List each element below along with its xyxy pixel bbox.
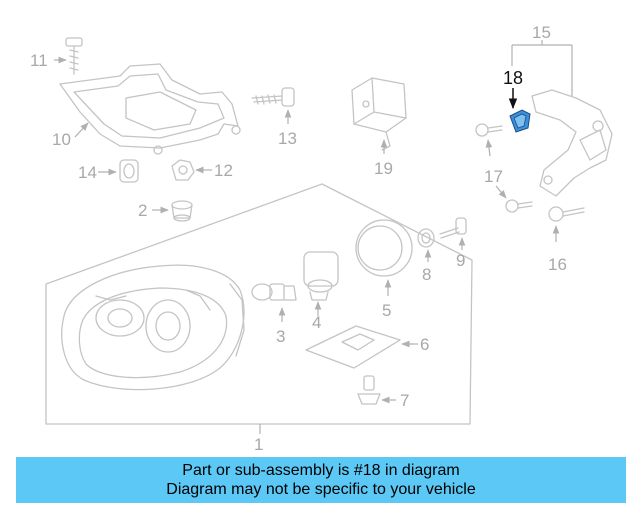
callout-8: 8: [422, 265, 431, 284]
bulb-part-3: [251, 283, 297, 301]
bolt-part-17: [475, 123, 533, 213]
callout-3: 3: [276, 327, 285, 346]
callout-6: 6: [420, 335, 429, 354]
callout-1: 1: [254, 435, 263, 454]
headlamp-assembly-box-part-1: [45, 183, 473, 425]
parts-diagram: 11 10 13 19 14 12: [30, 23, 613, 454]
callout-16: 16: [548, 255, 567, 274]
cover-plate-part-6: [305, 325, 401, 369]
callout-18: 18: [503, 68, 523, 88]
callout-12: 12: [214, 161, 233, 180]
bolt-part-11: [65, 37, 83, 75]
callout-19: 19: [374, 159, 393, 178]
control-module-part-19: [351, 77, 407, 151]
callout-7: 7: [400, 391, 409, 410]
grommet-part-2: [171, 200, 193, 222]
seal-ring-part-8: [417, 228, 435, 248]
banner-line-2: Diagram may not be specific to your vehi…: [166, 481, 476, 498]
callout-5: 5: [382, 301, 391, 320]
socket-part-4: [303, 251, 339, 301]
screw-part-9: [439, 217, 467, 239]
callout-9: 9: [456, 251, 465, 270]
info-banner: Part or sub-assembly is #18 in diagram D…: [16, 457, 626, 503]
callout-17: 17: [484, 167, 503, 186]
callout-2: 2: [138, 201, 147, 220]
callout-4: 4: [312, 313, 321, 332]
banner-line-1: Part or sub-assembly is #18 in diagram: [182, 462, 460, 479]
nut-part-12: [171, 159, 195, 181]
bolt-part-13: [251, 87, 295, 107]
bracket-part-15: [531, 89, 613, 197]
callout-15: 15: [532, 23, 551, 42]
headlamp-housing: [61, 264, 245, 391]
adjuster-part-7: [357, 375, 381, 405]
clip-part-18-highlighted: [509, 109, 531, 133]
dust-cap-part-5: [355, 219, 413, 277]
callout-13: 13: [278, 129, 297, 148]
clip-part-14: [119, 159, 139, 183]
callout-14: 14: [78, 163, 97, 182]
callout-11: 11: [30, 51, 48, 70]
callout-10: 10: [52, 130, 71, 149]
bolt-part-16: [548, 206, 585, 222]
mounting-bracket-part-10: [59, 63, 241, 155]
